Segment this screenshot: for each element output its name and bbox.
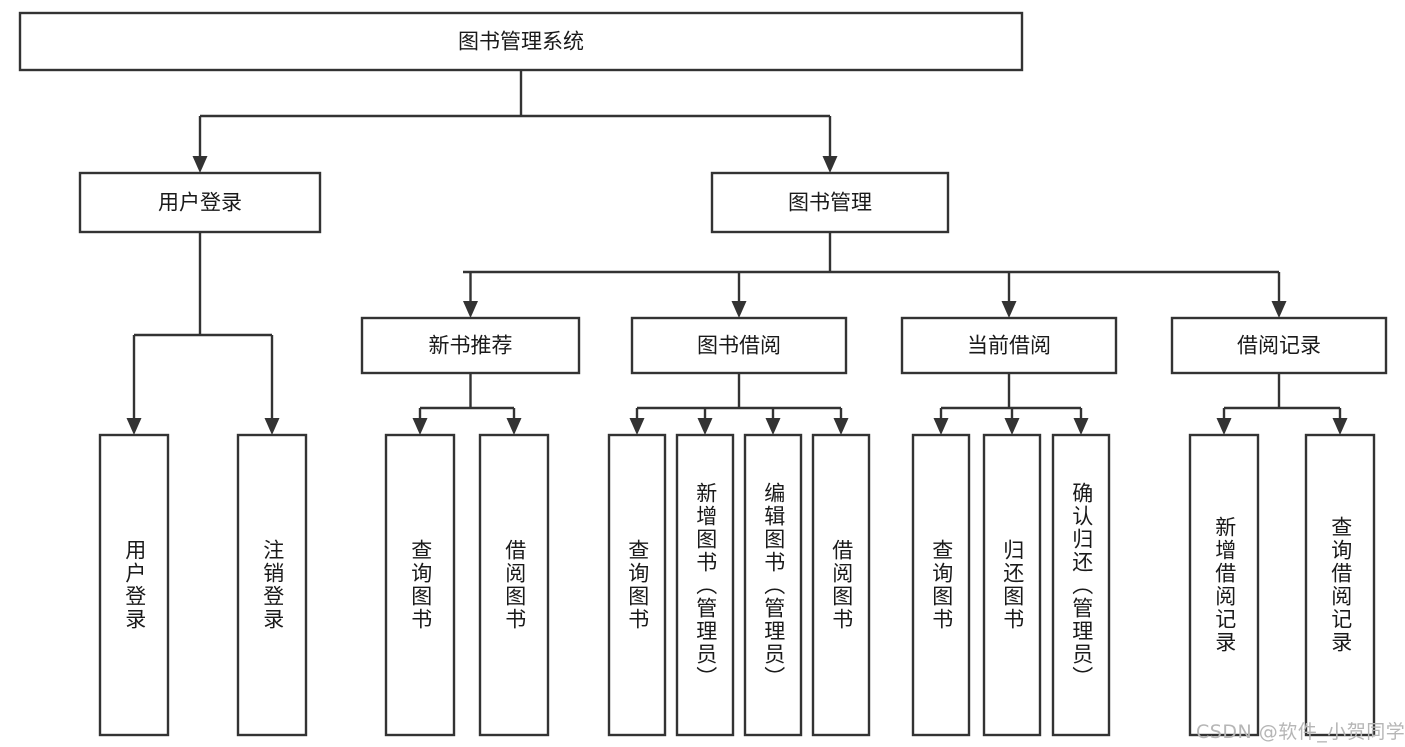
node-box [710, 171, 950, 234]
node-leaf-query-record[interactable] [1304, 433, 1376, 737]
node-leaf-borrow-book-2[interactable] [811, 433, 871, 737]
node-book-manage[interactable]: 图书管理 [710, 171, 950, 234]
node-leaf-confirm-return[interactable] [1051, 433, 1111, 737]
arrow-head-icon [463, 301, 478, 318]
node-box [911, 433, 971, 737]
arrow-head-icon [822, 156, 838, 173]
node-label: 借阅记录 [1237, 334, 1321, 358]
arrow-head-icon [506, 418, 522, 435]
node-leaf-query-book-2[interactable] [607, 433, 667, 737]
node-leaf-user-logout[interactable] [236, 433, 308, 737]
node-leaf-query-book-3[interactable] [911, 433, 971, 737]
arrow-head-icon [1332, 418, 1348, 435]
node-box [675, 433, 735, 737]
node-box [1051, 433, 1111, 737]
node-box [607, 433, 667, 737]
arrow-head-icon [933, 418, 949, 435]
node-label: 新书推荐 [429, 334, 513, 358]
node-box [1170, 316, 1388, 375]
node-user-login[interactable]: 用户登录 [78, 171, 322, 234]
arrow-head-icon [765, 418, 781, 435]
node-current-borrow[interactable]: 当前借阅 [900, 316, 1118, 375]
node-leaf-user-login[interactable] [98, 433, 170, 737]
watermark-text: CSDN @软件_小贺同学 [1196, 721, 1405, 743]
node-box [78, 171, 322, 234]
node-box [236, 433, 308, 737]
node-leaf-return-book[interactable] [982, 433, 1042, 737]
arrow-head-icon [731, 301, 747, 318]
node-book-borrow[interactable]: 图书借阅 [630, 316, 848, 375]
node-box [900, 316, 1118, 375]
arrow-head-icon [1001, 301, 1017, 318]
arrow-head-icon [412, 418, 428, 435]
node-new-book-recommend[interactable]: 新书推荐 [360, 316, 581, 375]
node-borrow-record[interactable]: 借阅记录 [1170, 316, 1388, 375]
node-label: 用户登录 [158, 191, 242, 215]
arrow-head-icon [264, 418, 280, 435]
node-box [478, 433, 550, 737]
node-leaf-borrow-book-1[interactable] [478, 433, 550, 737]
node-leaf-add-record[interactable] [1188, 433, 1260, 737]
node-box [18, 11, 1024, 72]
node-leaf-add-book[interactable] [675, 433, 735, 737]
arrow-head-icon [1271, 301, 1287, 318]
node-label: 图书管理 [788, 191, 872, 215]
node-box [743, 433, 803, 737]
node-box [384, 433, 456, 737]
node-box [360, 316, 581, 375]
arrow-head-icon [1073, 418, 1089, 435]
arrow-head-icon [697, 418, 713, 435]
arrow-head-icon [126, 418, 142, 435]
arrow-head-icon [192, 156, 208, 173]
node-box [811, 433, 871, 737]
node-box [98, 433, 170, 737]
arrow-head-icon [1216, 418, 1232, 435]
node-label: 图书借阅 [697, 334, 781, 358]
arrow-head-icon [833, 418, 849, 435]
arrow-head-icon [629, 418, 645, 435]
arrow-head-icon [1004, 418, 1020, 435]
node-leaf-edit-book[interactable] [743, 433, 803, 737]
node-box [1304, 433, 1376, 737]
node-box [630, 316, 848, 375]
node-leaf-query-book-1[interactable] [384, 433, 456, 737]
node-label: 图书管理系统 [458, 30, 584, 54]
node-label: 当前借阅 [967, 334, 1051, 358]
node-box [982, 433, 1042, 737]
node-root[interactable]: 图书管理系统 [18, 11, 1024, 72]
node-box [1188, 433, 1260, 737]
